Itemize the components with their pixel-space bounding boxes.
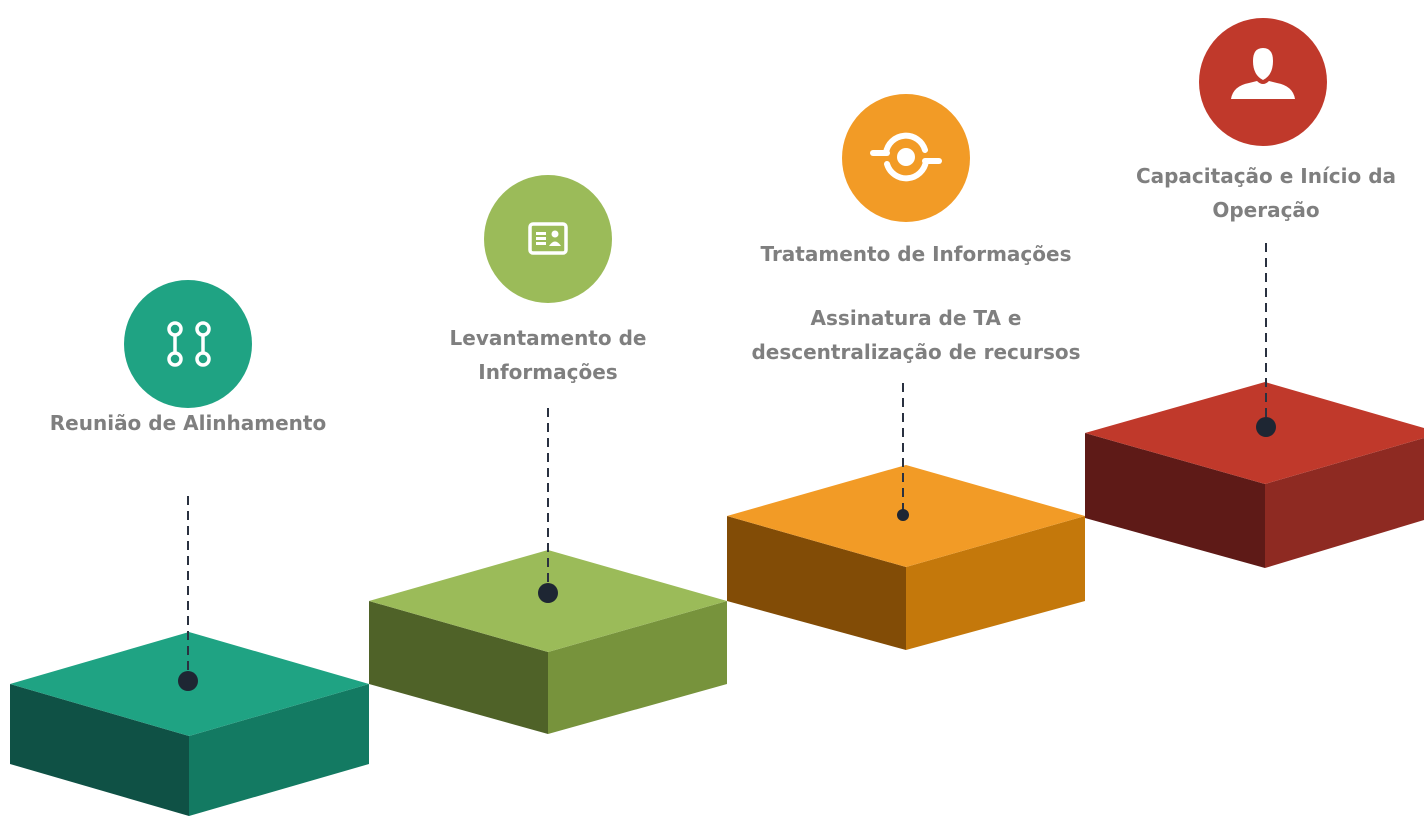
step-4-label-line-1: Capacitação e Início da [1135,164,1397,188]
step-3-block [727,465,1085,650]
step-4-block-top-face [1085,382,1424,484]
step-1-label-line-1: Reunião de Alinhamento [49,411,327,435]
sync-target-icon [870,132,942,182]
step-2-dot [538,583,558,603]
step-2-label: Levantamento de Informações [398,321,698,389]
step-4-block-right-face [1265,438,1424,568]
step-4-label-line-2: Operação [1212,198,1320,222]
step-3-label-line-1: Tratamento de Informações [760,242,1072,266]
step-2-label-line-1: Levantamento de [449,326,647,350]
step-4-block-left-face [1085,433,1265,568]
id-card-icon [528,222,568,255]
step-3-dot [897,509,909,521]
step-2-icon-circle [484,175,612,303]
step-4-dot [1256,417,1276,437]
step-4-label: Capacitação e Início da Operação [1116,159,1416,227]
step-2-block-right-face [548,601,727,734]
step-3-label: Tratamento de Informações [716,237,1116,271]
step-4-block [1085,382,1424,568]
step-1-dot [178,671,198,691]
user-icon [1231,48,1295,99]
step-4-icon-circle [1199,18,1327,146]
step-1-label: Reunião de Alinhamento [18,406,358,440]
connection-icon [167,321,211,367]
step-3-block-right-face [906,516,1085,650]
step-3-block-left-face [727,516,906,650]
step-2-block-left-face [369,601,548,734]
step-1-block [10,632,369,816]
step-3-extra-label-line-1: Assinatura de TA e [810,306,1022,330]
step-1-icon-circle [124,280,252,408]
step-1-block-left-face [10,684,189,816]
step-2-label-line-2: Informações [478,360,618,384]
step-3-icon-circle [842,94,970,222]
step-3-extra-label-line-2: descentralização de recursos [751,340,1081,364]
step-1-block-right-face [189,684,369,816]
step-3-extra-label: Assinatura de TA e descentralização de r… [716,301,1116,369]
